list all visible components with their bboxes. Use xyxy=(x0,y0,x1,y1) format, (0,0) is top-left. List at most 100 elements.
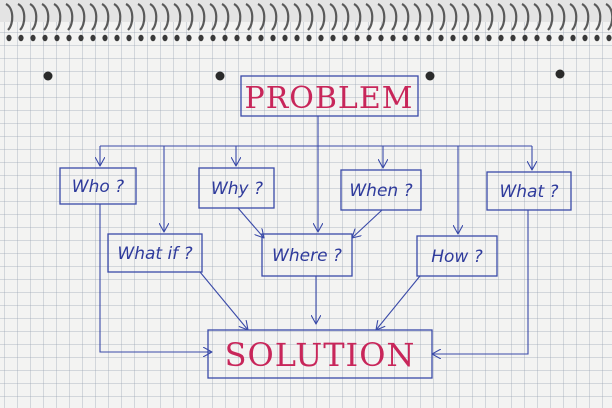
problem-node: PROBLEM xyxy=(240,75,419,117)
spiral-coil xyxy=(437,3,446,31)
what-node: What ? xyxy=(486,171,572,211)
when-label: When ? xyxy=(349,181,412,201)
spiral-coil xyxy=(389,3,398,31)
spiral-hole xyxy=(426,34,432,42)
spiral-hole xyxy=(186,34,192,42)
spiral-coil xyxy=(557,3,566,31)
spiral-hole xyxy=(354,34,360,42)
what-label: What ? xyxy=(499,182,558,202)
spiral-coil xyxy=(317,3,326,31)
spiral-coil xyxy=(353,3,362,31)
spiral-coil xyxy=(257,3,266,31)
spiral-hole xyxy=(438,34,444,42)
spiral-coil xyxy=(329,3,338,31)
spiral-hole xyxy=(558,34,564,42)
spiral-coil xyxy=(41,3,50,31)
connectors xyxy=(100,116,532,354)
spiral-coil xyxy=(233,3,242,31)
spiral-hole xyxy=(150,34,156,42)
how-label: How ? xyxy=(431,247,483,267)
spiral-coil xyxy=(17,3,26,31)
spiral-coil xyxy=(137,3,146,31)
spiral-coil xyxy=(221,3,230,31)
spiral-hole xyxy=(102,34,108,42)
spiral-coil xyxy=(65,3,74,31)
spiral-hole xyxy=(330,34,336,42)
spiral-coil xyxy=(533,3,542,31)
spiral-hole xyxy=(246,34,252,42)
what-if-node: What if ? xyxy=(107,233,203,273)
spiral-coil xyxy=(293,3,302,31)
spiral-coil xyxy=(401,3,410,31)
binder-hole xyxy=(215,71,225,81)
spiral-hole xyxy=(54,34,60,42)
spiral-coil xyxy=(101,3,110,31)
spiral-coil xyxy=(473,3,482,31)
spiral-coil xyxy=(449,3,458,31)
spiral-hole xyxy=(198,34,204,42)
spiral-coil xyxy=(593,3,602,31)
spiral-hole xyxy=(114,34,120,42)
when-node: When ? xyxy=(340,169,422,211)
spiral-coil xyxy=(185,3,194,31)
spiral-hole xyxy=(282,34,288,42)
spiral-hole xyxy=(510,34,516,42)
spiral-hole xyxy=(162,34,168,42)
spiral-hole xyxy=(534,34,540,42)
who-node: Who ? xyxy=(59,167,137,205)
spiral-coil xyxy=(425,3,434,31)
spiral-coil xyxy=(545,3,554,31)
where-node: Where ? xyxy=(261,233,353,277)
spiral-hole xyxy=(378,34,384,42)
spiral-hole xyxy=(42,34,48,42)
spiral-coil xyxy=(269,3,278,31)
spiral-hole xyxy=(450,34,456,42)
spiral-coil xyxy=(509,3,518,31)
binder-hole xyxy=(43,71,53,81)
spiral-coil xyxy=(125,3,134,31)
spiral-coil xyxy=(197,3,206,31)
what-if-label: What if ? xyxy=(117,244,192,264)
spiral-hole xyxy=(30,34,36,42)
spiral-coil xyxy=(413,3,422,31)
spiral-coil xyxy=(245,3,254,31)
spiral-coil xyxy=(77,3,86,31)
spiral-hole xyxy=(78,34,84,42)
spiral-coil xyxy=(461,3,470,31)
spiral-hole xyxy=(606,34,612,42)
spiral-hole xyxy=(486,34,492,42)
spiral-coil xyxy=(209,3,218,31)
spiral-coil xyxy=(173,3,182,31)
spiral-hole xyxy=(414,34,420,42)
binder-hole xyxy=(425,71,435,81)
spiral-hole xyxy=(342,34,348,42)
spiral-hole xyxy=(258,34,264,42)
problem-label: PROBLEM xyxy=(245,81,414,116)
spiral-coil xyxy=(113,3,122,31)
solution-label: SOLUTION xyxy=(225,336,416,374)
spiral-coil xyxy=(281,3,290,31)
where-label: Where ? xyxy=(272,246,342,266)
spiral-coil xyxy=(497,3,506,31)
solution-node: SOLUTION xyxy=(207,329,433,379)
spiral-hole xyxy=(390,34,396,42)
spiral-hole xyxy=(210,34,216,42)
why-node: Why ? xyxy=(198,167,275,209)
spiral-hole xyxy=(234,34,240,42)
spiral-hole xyxy=(462,34,468,42)
binder-hole xyxy=(555,69,565,79)
spiral-hole xyxy=(66,34,72,42)
spiral-hole xyxy=(294,34,300,42)
spiral-hole xyxy=(594,34,600,42)
spiral-hole xyxy=(402,34,408,42)
spiral-coil xyxy=(605,3,612,31)
spiral-hole xyxy=(318,34,324,42)
spiral-coil xyxy=(365,3,374,31)
spiral-coil xyxy=(377,3,386,31)
spiral-coil xyxy=(161,3,170,31)
spiral-coil xyxy=(341,3,350,31)
spiral-hole xyxy=(222,34,228,42)
spiral-coil xyxy=(5,3,14,31)
spiral-coil xyxy=(89,3,98,31)
